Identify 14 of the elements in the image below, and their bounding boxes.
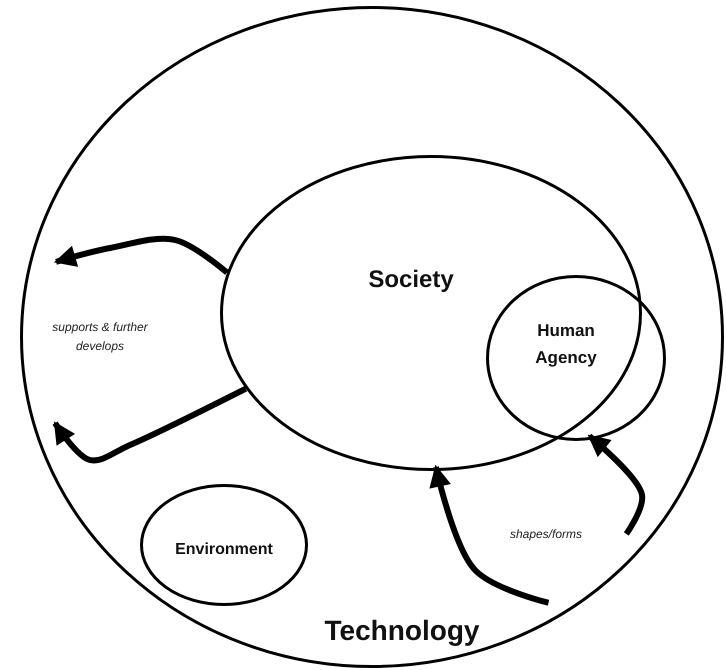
ellipse-node bbox=[140, 484, 308, 606]
curved-arrow bbox=[54, 236, 229, 275]
arrow-label: shapes/forms bbox=[508, 526, 584, 543]
curved-arrow bbox=[587, 434, 646, 536]
node-label: Environment bbox=[174, 540, 274, 560]
node-label: Technology bbox=[323, 614, 481, 648]
ellipse-node bbox=[486, 275, 666, 441]
curved-arrow bbox=[430, 464, 550, 606]
ellipse-node bbox=[220, 155, 642, 471]
node-label: Society bbox=[367, 265, 455, 295]
node-label: Human Agency bbox=[534, 320, 598, 370]
curved-arrow bbox=[52, 386, 248, 464]
arrow-label: supports & further develops bbox=[51, 319, 149, 356]
ellipse-node bbox=[20, 6, 724, 668]
